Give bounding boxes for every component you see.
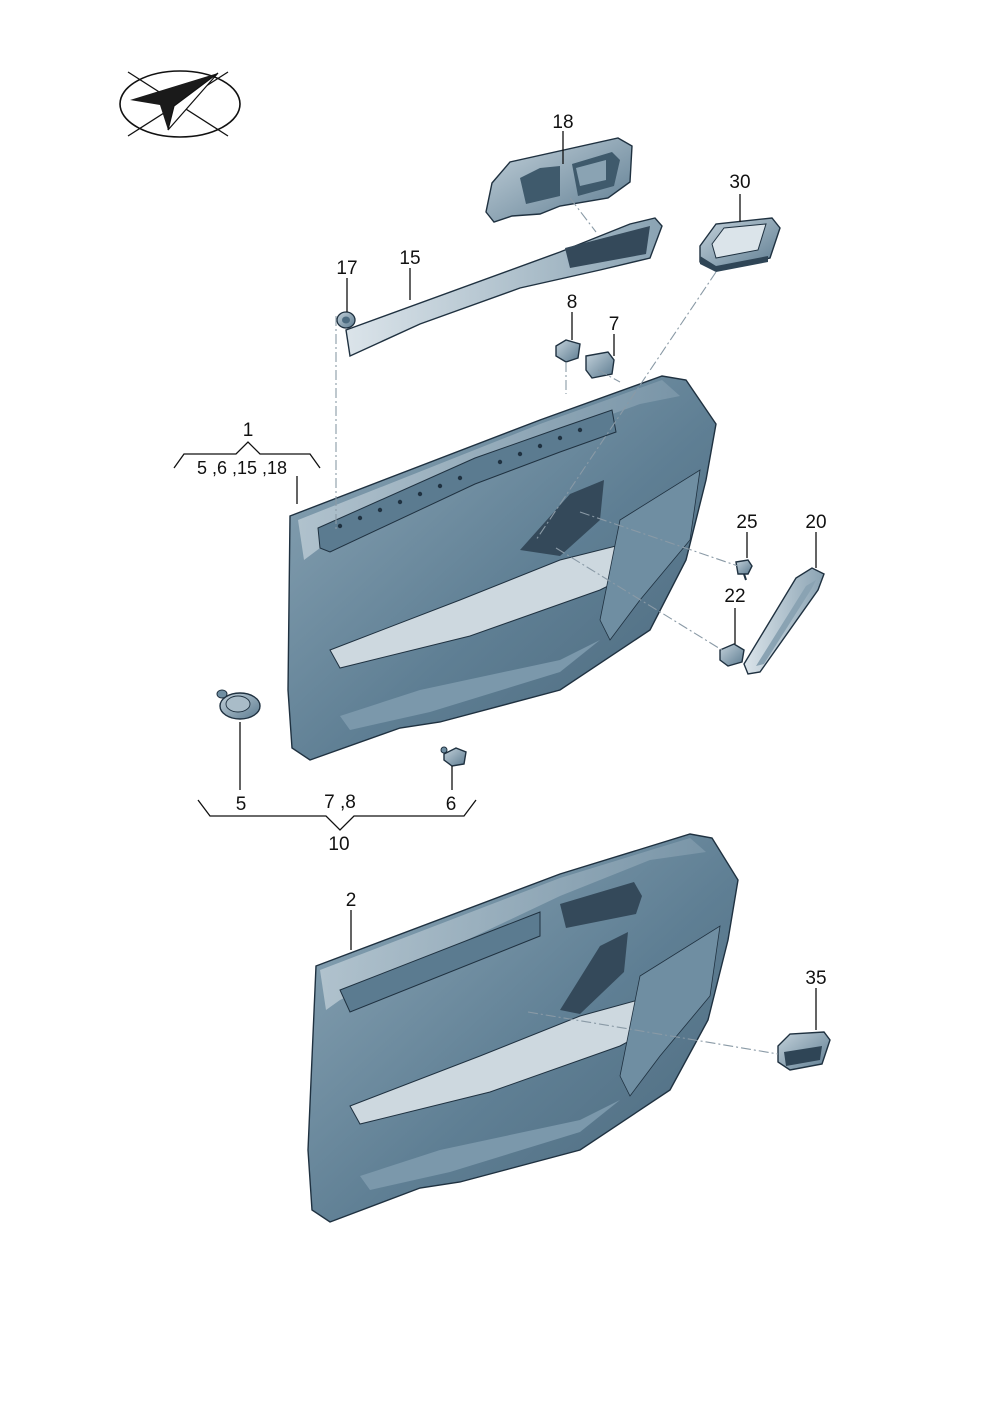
door-panel-part-1 bbox=[287, 375, 717, 761]
callout-2: 2 bbox=[346, 890, 357, 911]
callout-15: 15 bbox=[399, 248, 420, 269]
clip-part-17 bbox=[336, 311, 356, 329]
callout-22: 22 bbox=[724, 586, 745, 607]
callout-6: 6 bbox=[446, 794, 457, 815]
switch-part-35 bbox=[777, 1031, 831, 1071]
callout-30: 30 bbox=[729, 172, 750, 193]
leader-lines bbox=[173, 131, 817, 1030]
callout-18: 18 bbox=[552, 112, 573, 133]
switch-unit-part-30 bbox=[699, 217, 781, 272]
callout-7-8: 7 ,8 bbox=[324, 792, 356, 813]
callout-25: 25 bbox=[736, 512, 757, 533]
callout-1: 1 bbox=[243, 420, 254, 441]
callout-17: 17 bbox=[336, 258, 357, 279]
clip-part-8 bbox=[555, 339, 581, 363]
clip-part-5 bbox=[216, 689, 261, 720]
screw-part-25 bbox=[735, 559, 753, 581]
clip-part-6 bbox=[440, 746, 467, 767]
callout-7: 7 bbox=[609, 314, 620, 335]
callout-5: 5 bbox=[236, 794, 247, 815]
callout-labels: 18 30 15 17 8 7 1 5 ,6 ,15 ,18 25 20 22 … bbox=[197, 112, 827, 989]
callout-1-includes: 5 ,6 ,15 ,18 bbox=[197, 458, 287, 478]
callout-35: 35 bbox=[805, 968, 826, 989]
clip-part-22 bbox=[719, 643, 745, 667]
fastener-row bbox=[337, 427, 583, 529]
callout-8: 8 bbox=[567, 292, 578, 313]
callout-20: 20 bbox=[805, 512, 826, 533]
orientation-arrow-icon bbox=[119, 70, 241, 138]
clip-part-7 bbox=[585, 351, 615, 379]
assembly-lines bbox=[335, 197, 779, 1055]
trim-strip-part-20 bbox=[743, 567, 825, 675]
callout-10: 10 bbox=[328, 834, 349, 855]
trim-strip-part-15 bbox=[345, 217, 663, 358]
door-panel-part-2 bbox=[307, 833, 739, 1223]
handle-bezel-part-18 bbox=[485, 137, 633, 223]
